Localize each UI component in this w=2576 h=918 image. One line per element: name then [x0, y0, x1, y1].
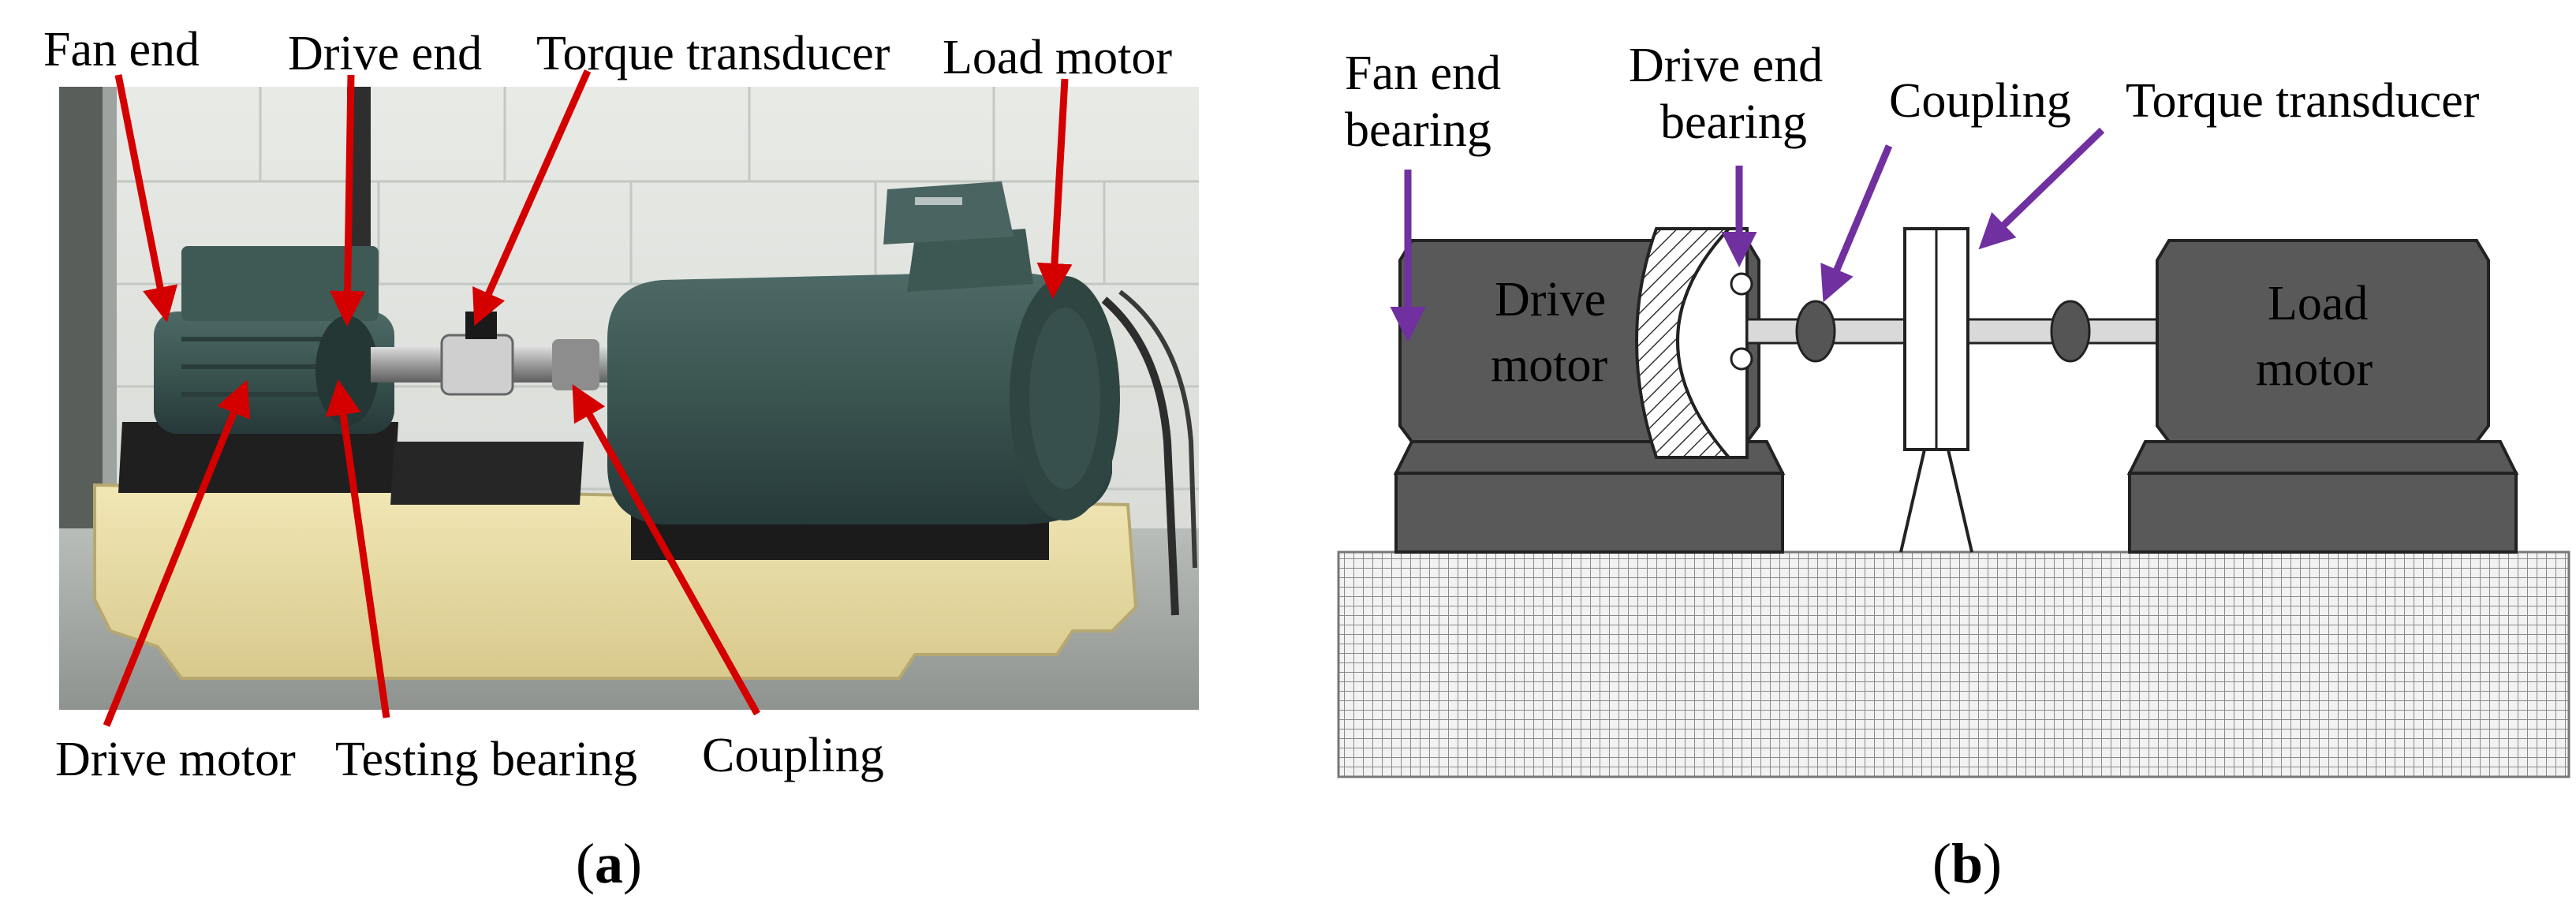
- arrow-load-motor: [1036, 78, 1073, 299]
- label-drive-motor-b-line2: motor: [1491, 338, 1608, 392]
- arrow-coupling: [572, 384, 760, 716]
- label-drive-end-bearing-line1: Drive end: [1629, 39, 1824, 92]
- label-load-motor-b-line1: Load: [2268, 277, 2369, 330]
- label-fan-end: Fan end: [43, 23, 200, 76]
- schematic-pointer-arrows: [1390, 127, 2105, 342]
- label-drive-motor: Drive motor: [55, 733, 296, 786]
- arrow-drive-motor: [103, 379, 251, 727]
- label-drive-motor-b-line1: Drive: [1495, 273, 1607, 327]
- arrow-torque-transducer-b: [1978, 127, 2105, 250]
- schematic-base: [1337, 550, 2570, 778]
- label-torque-transducer-b: Torque transducer: [2126, 74, 2480, 128]
- label-torque-transducer: Torque transducer: [536, 27, 890, 80]
- label-load-motor: Load motor: [943, 31, 1172, 84]
- arrow-fan-end: [114, 74, 178, 323]
- label-coupling: Coupling: [702, 729, 884, 782]
- test-rig-photo: [59, 87, 1199, 710]
- arrow-torque-transducer: [472, 69, 592, 327]
- caption-a: (a): [576, 832, 642, 895]
- label-fan-end-bearing-line2: bearing: [1345, 103, 1491, 157]
- test-rig-schematic: [1337, 227, 2570, 778]
- label-coupling-b: Coupling: [1889, 74, 2071, 128]
- label-drive-end: Drive end: [288, 27, 483, 80]
- caption-b: (b): [1932, 832, 2003, 895]
- label-fan-end-bearing-line1: Fan end: [1345, 47, 1502, 100]
- arrow-drive-end: [330, 74, 366, 327]
- arrow-testing-bearing: [325, 379, 390, 718]
- arrow-coupling-b: [1820, 144, 1893, 303]
- coupling-right: [2050, 300, 2091, 363]
- label-load-motor-b-line2: motor: [2256, 342, 2373, 396]
- label-testing-bearing: Testing bearing: [335, 733, 638, 786]
- label-drive-end-bearing-line2: bearing: [1660, 95, 1807, 149]
- load-motor-body: [2156, 239, 2490, 443]
- photo-pointer-arrows: [103, 69, 1073, 727]
- coupling-left: [1795, 300, 1836, 363]
